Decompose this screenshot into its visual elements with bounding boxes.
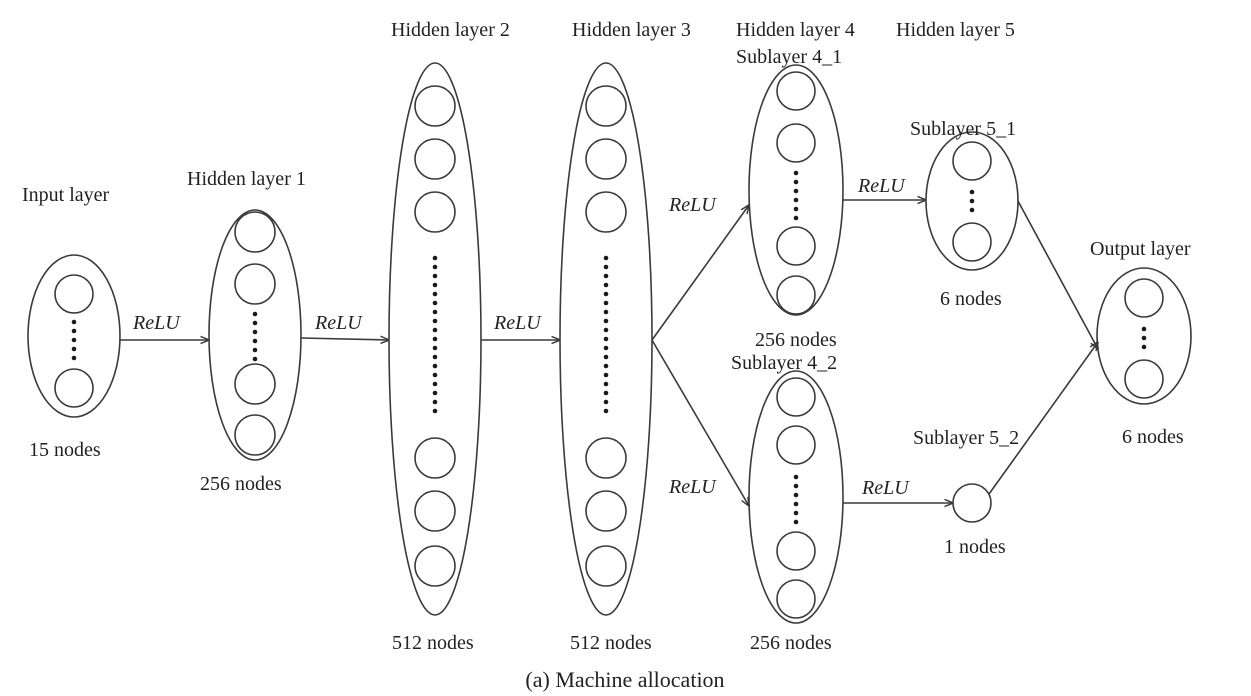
hidden-layer-3-count: 512 nodes <box>570 632 652 654</box>
sublayer4-2-node <box>776 579 816 619</box>
activation-labels: ReLU ReLU ReLU ReLU ReLU ReLU ReLU <box>132 175 910 499</box>
hidden1-node <box>234 363 276 405</box>
hidden-layer-1: Hidden layer 1 256 nodes <box>187 168 306 495</box>
hidden1-node <box>234 414 276 456</box>
hidden3-node <box>585 545 627 587</box>
hidden3-node <box>585 437 627 479</box>
output-node <box>1124 278 1164 318</box>
input-node <box>54 274 94 314</box>
hidden3-node <box>585 490 627 532</box>
sublayer4-1-node <box>776 226 816 266</box>
hidden2-node <box>414 437 456 479</box>
sublayer4-2-node <box>776 425 816 465</box>
hidden3-node <box>585 191 627 233</box>
relu-label: ReLU <box>668 476 717 498</box>
hidden1-node <box>234 211 276 253</box>
input-ellipsis-dots <box>71 319 77 361</box>
relu-label: ReLU <box>132 312 181 334</box>
sublayer4-1-node <box>776 123 816 163</box>
sublayer5-1-node <box>952 222 992 262</box>
sublayer-5-2: Sublayer 5_2 1 nodes <box>913 427 1019 558</box>
sublayer5-1-ellipsis-dots <box>969 189 975 213</box>
arrow-hidden3-to-sublayer4-2 <box>651 339 749 506</box>
sublayer4-2-node <box>776 531 816 571</box>
hidden-layer-4-header: Hidden layer 4 <box>736 19 855 41</box>
relu-label: ReLU <box>857 175 906 197</box>
hidden-layer-2-count: 512 nodes <box>392 632 474 654</box>
hidden-layer-1-ellipse <box>208 209 302 461</box>
output-layer-ellipse <box>1096 267 1192 405</box>
hidden1-ellipsis-dots <box>252 311 258 362</box>
connections <box>120 200 1098 506</box>
sublayer5-2-node <box>952 483 992 523</box>
hidden-layer-3-title: Hidden layer 3 <box>572 19 691 41</box>
sublayer-4-2: Sublayer 4_2 256 nodes <box>731 352 844 654</box>
sublayer-4-1-ellipse <box>748 64 844 316</box>
output-layer: Output layer 6 nodes <box>1090 238 1192 448</box>
sublayer-5-1-title: Sublayer 5_1 <box>910 118 1016 140</box>
sublayer5-1-node <box>952 141 992 181</box>
hidden2-node <box>414 490 456 532</box>
sublayer-4-2-title: Sublayer 4_2 <box>731 352 837 374</box>
hidden2-node <box>414 191 456 233</box>
sublayer-5-1-count: 6 nodes <box>940 288 1002 310</box>
figure-caption: (a) Machine allocation <box>525 667 724 692</box>
output-layer-title: Output layer <box>1090 238 1191 260</box>
input-node <box>54 368 94 408</box>
sublayer4-2-ellipsis-dots <box>793 474 799 525</box>
arrow-sublayer5-1-to-output <box>1017 200 1098 349</box>
sublayer-5-1: Hidden layer 5 Sublayer 5_1 6 nodes <box>896 19 1019 310</box>
hidden-layer-1-title: Hidden layer 1 <box>187 168 306 190</box>
output-layer-count: 6 nodes <box>1122 426 1184 448</box>
relu-label: ReLU <box>861 477 910 499</box>
input-layer-count: 15 nodes <box>29 439 101 461</box>
hidden3-node <box>585 85 627 127</box>
hidden2-ellipsis-dots <box>432 255 438 414</box>
hidden-layer-1-count: 256 nodes <box>200 473 282 495</box>
arrow-hidden3-to-sublayer4-1 <box>651 205 749 341</box>
input-layer-title: Input layer <box>22 184 110 206</box>
sublayer-4-2-count: 256 nodes <box>750 632 832 654</box>
output-node <box>1124 359 1164 399</box>
sublayer-4-1: Hidden layer 4 Sublayer 4_1 256 nodes <box>736 19 855 351</box>
hidden1-node <box>234 263 276 305</box>
output-ellipsis-dots <box>1141 326 1147 350</box>
sublayer4-1-node <box>776 71 816 111</box>
relu-label: ReLU <box>668 194 717 216</box>
hidden3-ellipsis-dots <box>603 255 609 414</box>
input-layer-ellipse <box>27 254 121 418</box>
sublayer4-1-node <box>776 275 816 315</box>
hidden2-node <box>414 85 456 127</box>
relu-label: ReLU <box>493 312 542 334</box>
arrow-sublayer5-2-to-output <box>988 342 1098 495</box>
hidden2-node <box>414 138 456 180</box>
hidden-layer-2-title: Hidden layer 2 <box>391 19 510 41</box>
hidden2-node <box>414 545 456 587</box>
sublayer-5-2-count: 1 nodes <box>944 536 1006 558</box>
sublayer-4-1-count: 256 nodes <box>755 329 837 351</box>
sublayer4-2-node <box>776 377 816 417</box>
input-layer: Input layer 15 nodes <box>22 184 121 461</box>
hidden-layer-5-header: Hidden layer 5 <box>896 19 1015 41</box>
hidden3-node <box>585 138 627 180</box>
hidden-layer-3: Hidden layer 3 512 nodes <box>559 19 691 654</box>
sublayer-5-2-title: Sublayer 5_2 <box>913 427 1019 449</box>
hidden-layer-2: Hidden layer 2 512 nodes <box>388 19 510 654</box>
sublayer4-1-ellipsis-dots <box>793 170 799 221</box>
sublayer-4-1-title: Sublayer 4_1 <box>736 46 842 68</box>
arrow-hidden1-to-hidden2 <box>300 338 389 340</box>
relu-label: ReLU <box>314 312 363 334</box>
